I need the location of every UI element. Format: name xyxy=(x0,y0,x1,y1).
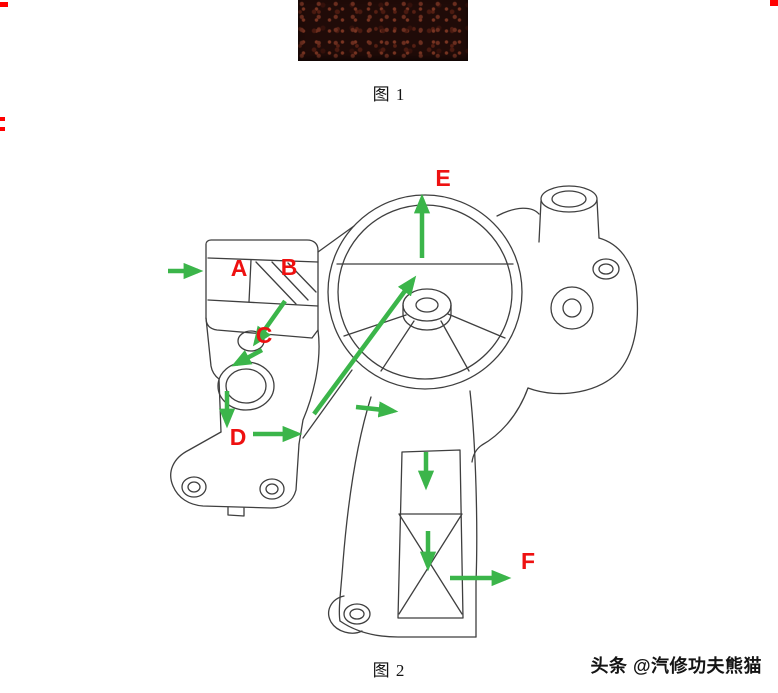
chamber-ribs xyxy=(343,313,506,372)
watermark-text: 头条 @汽修功夫熊猫 xyxy=(590,656,762,676)
label-f: F xyxy=(521,548,535,574)
inlet-chamber-lid xyxy=(207,257,319,263)
channel-inner-walls xyxy=(397,449,464,619)
baffle-plates xyxy=(248,259,317,305)
red-artifact-left-b xyxy=(0,127,5,131)
chamber-roof-link xyxy=(317,225,355,253)
label-c: C xyxy=(256,322,273,348)
channel-foot xyxy=(328,595,363,634)
oil-separator-outline xyxy=(170,185,639,638)
flange-bolt-hole-outer xyxy=(592,258,620,280)
flow-labels: A B C D E F xyxy=(230,165,535,574)
label-b: B xyxy=(281,254,298,280)
drain-cup-inner xyxy=(225,368,267,404)
foot-tab xyxy=(227,506,245,517)
label-d: D xyxy=(230,424,247,450)
hub-top xyxy=(402,288,452,322)
label-a: A xyxy=(231,255,248,281)
foot-bolt-left-outer xyxy=(181,476,207,498)
vent-tube-sides xyxy=(538,199,600,243)
cyclone-chamber-outer xyxy=(327,194,523,390)
inlet-chamber xyxy=(205,239,319,339)
label-e: E xyxy=(435,165,450,191)
figure1-caption: 图 1 xyxy=(372,85,406,104)
hub-hole xyxy=(415,297,439,313)
red-artifact-top-left xyxy=(0,2,8,7)
red-artifact-top-right xyxy=(770,0,778,6)
cyclone-chamber-inner xyxy=(337,204,513,380)
vent-tube-bore xyxy=(551,190,587,208)
vent-tube-top xyxy=(540,185,598,213)
body-left-diagonal xyxy=(302,369,353,439)
hub-side xyxy=(402,304,452,331)
flange-to-channel xyxy=(471,387,529,463)
pivot-boss-inner xyxy=(562,298,582,318)
arrow-b-to-c xyxy=(252,299,287,347)
channel-bolt-outer xyxy=(343,603,371,625)
figure1-photo xyxy=(298,0,468,61)
arrow-mid-right xyxy=(355,401,399,418)
flow-arrows xyxy=(168,193,512,587)
channel-left-edge xyxy=(338,396,372,622)
foot-bolt-left-inner xyxy=(187,481,201,493)
channel-bolt-inner xyxy=(349,608,365,620)
pivot-boss-outer xyxy=(550,286,594,330)
mid-body-left-edge xyxy=(205,317,222,433)
foot-bolt-right-inner xyxy=(265,483,279,495)
arrow-c-down xyxy=(231,348,264,367)
right-flange xyxy=(496,207,639,395)
figure2-caption: 图 2 xyxy=(372,661,406,680)
arrow-to-center xyxy=(312,275,417,416)
channel-right-edge xyxy=(469,390,478,638)
foot-bolt-right-outer xyxy=(259,478,285,500)
red-artifact-left-a xyxy=(0,117,5,121)
mid-body-right-edge xyxy=(298,329,320,445)
inlet-chamber-floor xyxy=(207,299,319,307)
channel-bottom xyxy=(339,620,477,638)
mount-foot xyxy=(170,431,300,509)
baffle-x xyxy=(398,513,463,615)
flange-bolt-hole-inner xyxy=(598,263,614,275)
